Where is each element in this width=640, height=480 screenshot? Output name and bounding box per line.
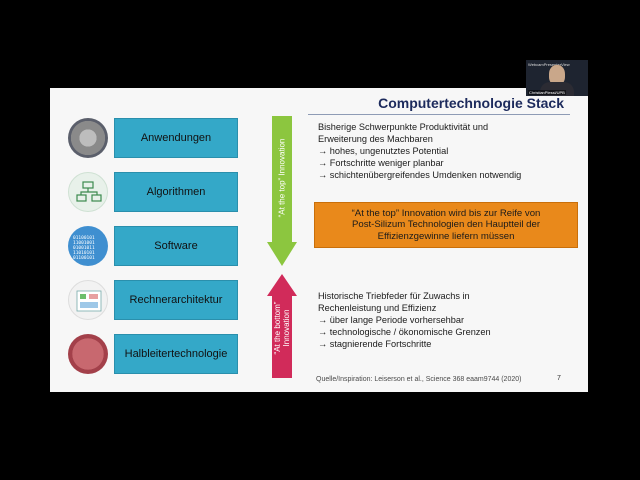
bottom-text-line: Rechenleistung und Effizienz (318, 303, 437, 313)
flowchart-icon (68, 172, 108, 212)
arrow-bottom-label: “At the bottom” Innovation (273, 301, 291, 355)
stack-row-rechnerarchitektur: Rechnerarchitektur (68, 280, 240, 320)
stack-row-algorithmen: Algorithmen (68, 172, 240, 212)
bottom-text-line: Historische Triebfeder für Zuwachs in (318, 291, 470, 301)
slide-title: Computertechnologie Stack (378, 95, 564, 111)
highlight-box: “At the top” Innovation wird bis zur Rei… (314, 202, 578, 248)
binary-code-text: 01100101 11001001 01001011 11010101 0110… (73, 236, 95, 261)
stack-label-software: Software (114, 226, 238, 266)
bottom-text-line: → über lange Periode vorhersehbar (318, 315, 465, 325)
highlight-line: “At the top” Innovation wird bis zur Rei… (351, 207, 541, 219)
source-citation: Quelle/Inspiration: Leiserson et al., Sc… (316, 376, 522, 383)
stack-label-rechnerarchitektur: Rechnerarchitektur (114, 280, 238, 320)
arrow-down-icon (267, 116, 297, 266)
stack-label-halbleitertechnologie: Halbleitertechnologie (114, 334, 238, 374)
wafer-icon (68, 334, 108, 374)
bottom-text-block: Historische Triebfeder für Zuwachs in Re… (318, 290, 580, 350)
presentation-slide: Computertechnologie Stack Anwendungen Al… (50, 88, 588, 392)
top-text-line: Erweiterung des Machbaren (318, 134, 433, 144)
webcam-video[interactable]: WebcamPresenterView ChristianPlessl/UPB (526, 60, 588, 96)
architecture-diagram-icon (68, 280, 108, 320)
arrow-up-icon (267, 274, 297, 378)
binary-code-icon: 01100101 11001001 01001011 11010101 0110… (68, 226, 108, 266)
stack-row-halbleitertechnologie: Halbleitertechnologie (68, 334, 240, 374)
stack-label-algorithmen: Algorithmen (114, 172, 238, 212)
top-text-block: Bisherige Schwerpunkte Produktivität und… (318, 121, 580, 181)
stack-label-anwendungen: Anwendungen (114, 118, 238, 158)
highlight-line: Post-Silizum Technologien den Hauptteil … (351, 219, 541, 231)
presenter-head (549, 65, 565, 85)
stack-row-software: 01100101 11001001 01001011 11010101 0110… (68, 226, 240, 266)
stack-row-anwendungen: Anwendungen (68, 118, 240, 158)
page-number: 7 (557, 375, 561, 382)
presenter-name: ChristianPlessl/UPB (528, 90, 566, 95)
highlight-line: Effizienzgewinne liefern müssen (377, 230, 515, 242)
applications-icon (68, 118, 108, 158)
top-text-line: Bisherige Schwerpunkte Produktivität und (318, 122, 489, 132)
title-divider (308, 114, 570, 115)
top-text-line: → Fortschritte weniger planbar (318, 158, 444, 168)
arrow-top-label: “At the top” Innovation (277, 138, 287, 218)
webcam-caption: WebcamPresenterView (528, 62, 570, 67)
bottom-text-line: → technologische / ökonomische Grenzen (318, 327, 491, 337)
bottom-text-line: → stagnierende Fortschritte (318, 339, 432, 349)
top-text-line: → hohes, ungenutztes Potential (318, 146, 449, 156)
top-text-line: → schichtenübergreifendes Umdenken notwe… (318, 170, 522, 180)
